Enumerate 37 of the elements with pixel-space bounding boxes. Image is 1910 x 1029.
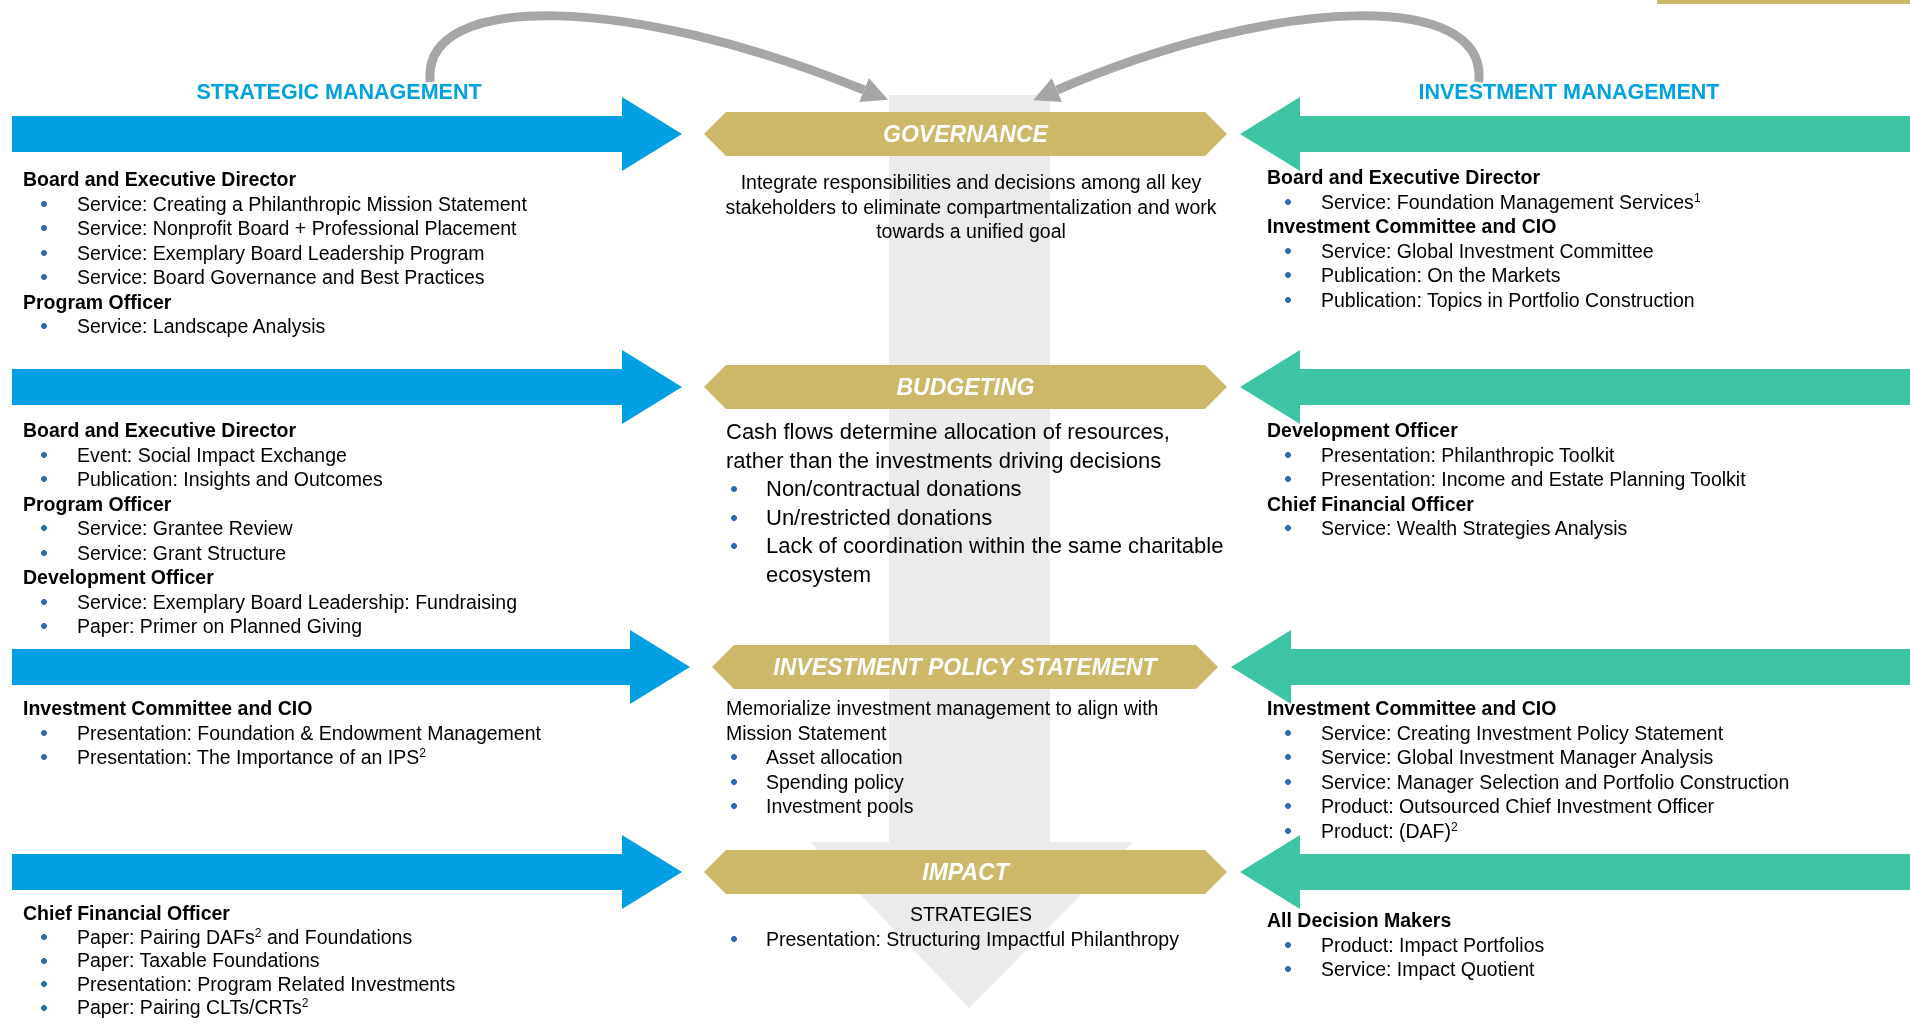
block-arrow	[12, 97, 682, 171]
section-banner: GOVERNANCE	[704, 112, 1227, 156]
block-arrow	[12, 350, 682, 424]
column-heading: STRATEGIC MANAGEMENT	[196, 80, 482, 105]
block-arrow	[1240, 350, 1910, 424]
role-heading: Board and Executive Director	[1267, 165, 1541, 190]
role-heading: Program Officer	[23, 491, 172, 516]
section-banner: IMPACT	[704, 850, 1227, 894]
role-heading: Development Officer	[1267, 418, 1458, 443]
block-arrow	[1231, 630, 1910, 704]
section-banner: BUDGETING	[704, 365, 1227, 409]
block-arrow	[12, 630, 690, 704]
block-arrow	[1240, 97, 1910, 171]
list-item: Presentation: The Importance of an IPS$^{2}$	[40, 745, 426, 770]
section-banner: INVESTMENT POLICY STATEMENT	[712, 645, 1218, 689]
description-text: Cash flows determine allocation of resources, rather than the investments driving decisions	[726, 418, 1171, 475]
role-heading: Program Officer	[23, 289, 172, 314]
role-heading: Investment Committee and CIO	[1267, 696, 1557, 721]
role-heading: All Decision Makers	[1267, 908, 1452, 933]
curved-arrow	[425, 11, 889, 103]
role-heading: Chief Financial Officer	[23, 902, 230, 926]
description-text: Integrate responsibilities and decisions among all key stakeholders to eliminate compartmentalization and work towards a unified goal	[724, 170, 1218, 244]
list-item: Paper: Taxable Foundations	[40, 949, 320, 973]
role-heading: Chief Financial Officer	[1267, 491, 1474, 516]
role-heading: Board and Executive Director	[23, 167, 297, 192]
curved-arrow	[1032, 11, 1484, 103]
list-item: Paper: Pairing DAFs$^{2}$ and Foundations	[40, 925, 413, 949]
role-heading: Development Officer	[23, 565, 214, 590]
section-label: STRATEGIES	[909, 902, 1033, 927]
list-item: Paper: Pairing CLTs/CRTs$^{2}$	[40, 996, 309, 1020]
role-heading: Investment Committee and CIO	[23, 696, 313, 721]
role-heading: Investment Committee and CIO	[1267, 214, 1557, 239]
role-heading: Board and Executive Director	[23, 418, 297, 443]
description-text: Memorialize investment management to align with Mission Statement	[726, 696, 1160, 745]
block-arrow	[12, 835, 682, 909]
block-arrow	[1240, 835, 1910, 909]
column-heading: INVESTMENT MANAGEMENT	[1418, 80, 1720, 105]
